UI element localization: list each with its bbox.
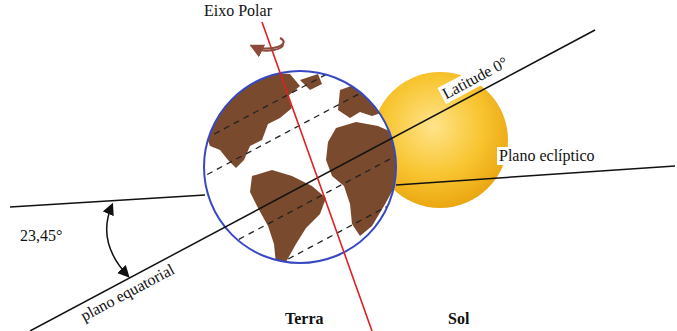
latitude-lines [156, 0, 540, 290]
polar-axis [262, 22, 372, 331]
earth-label: Terra [283, 310, 326, 328]
earth-outline [204, 71, 396, 263]
equator-line [30, 30, 595, 331]
sun-label: Sol [446, 310, 471, 328]
angle-label: 23,45° [18, 227, 64, 245]
rotation-arrow [252, 38, 284, 49]
rotation-arrow [254, 44, 283, 51]
ecliptic-label: Plano eclíptico [497, 147, 597, 165]
continents [204, 72, 400, 264]
ecliptic-line [396, 166, 675, 185]
ecliptic-line [10, 195, 205, 207]
axis-label: Eixo Polar [202, 2, 274, 20]
angle-arc [107, 205, 128, 276]
equator-label: plano equatorial [76, 260, 179, 326]
